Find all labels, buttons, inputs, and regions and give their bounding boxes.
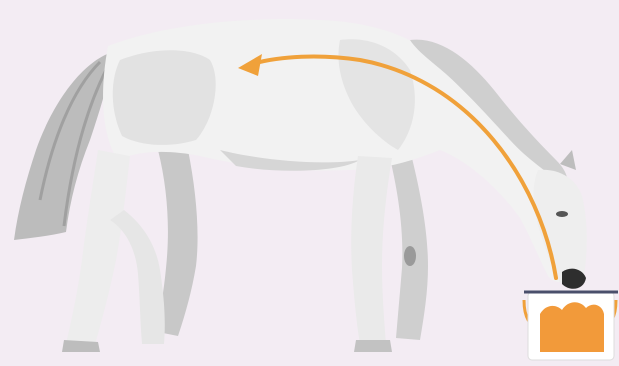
horse-eye [556, 211, 568, 217]
horse-front-hoof [354, 340, 392, 352]
horse-shade-hip [113, 50, 216, 145]
feed-bucket-icon [524, 292, 618, 360]
bucket-feed [540, 302, 604, 352]
horse-knee-spot [404, 246, 416, 266]
horse-hind-hoof [62, 340, 100, 352]
